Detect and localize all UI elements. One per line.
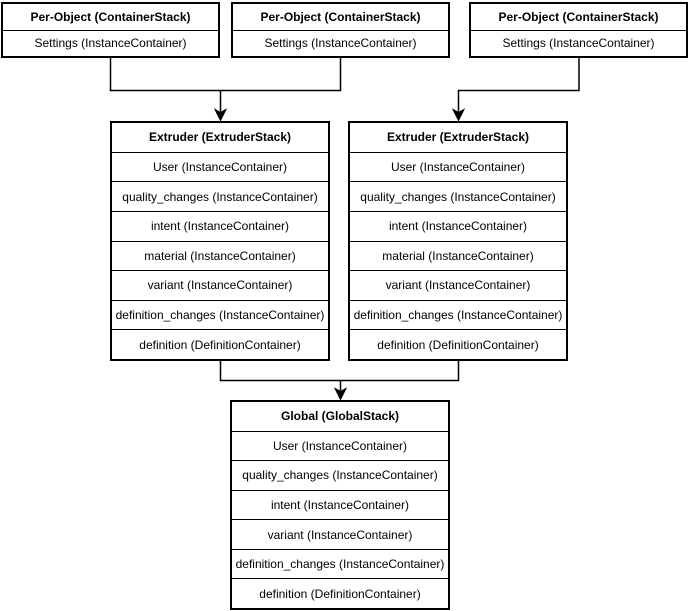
extruder-stack-2-row-definition-changes: definition_changes (InstanceContainer) <box>350 299 566 330</box>
extruder-stack-1-row-variant: variant (InstanceContainer) <box>112 270 328 300</box>
extruder-stack-2-row-intent: intent (InstanceContainer) <box>350 210 566 241</box>
per-object-stack-3-title: Per-Object (ContainerStack) <box>471 4 686 30</box>
global-stack: Global (GlobalStack) User (InstanceConta… <box>230 400 450 610</box>
connector-perobject12-to-extruder1 <box>109 57 342 112</box>
extruder-stack-2-row-user: User (InstanceContainer) <box>350 151 566 182</box>
extruder-stack-1-row-user: User (InstanceContainer) <box>112 151 328 182</box>
connector-extruders-to-global <box>219 360 460 391</box>
global-stack-row-definition-changes: definition_changes (InstanceContainer) <box>232 548 448 579</box>
extruder-stack-2-row-quality-changes: quality_changes (InstanceContainer) <box>350 181 566 211</box>
per-object-stack-2-row-settings: Settings (InstanceContainer) <box>233 29 448 56</box>
extruder-stack-1-row-definition: definition (DefinitionContainer) <box>112 329 328 359</box>
extruder-stack-1-row-quality-changes: quality_changes (InstanceContainer) <box>112 181 328 211</box>
per-object-stack-3: Per-Object (ContainerStack) Settings (In… <box>469 2 688 58</box>
arrowhead-down-icon <box>333 387 348 401</box>
extruder-stack-1: Extruder (ExtruderStack) User (InstanceC… <box>110 121 330 361</box>
extruder-stack-1-row-intent: intent (InstanceContainer) <box>112 210 328 241</box>
arrowhead-down-icon <box>451 108 466 122</box>
extruder-stack-2-row-variant: variant (InstanceContainer) <box>350 270 566 300</box>
per-object-stack-2-title: Per-Object (ContainerStack) <box>233 4 448 30</box>
arrowhead-down-icon <box>213 108 228 122</box>
global-stack-row-variant: variant (InstanceContainer) <box>232 519 448 549</box>
extruder-stack-2-row-material: material (InstanceContainer) <box>350 240 566 271</box>
extruder-stack-1-row-definition-changes: definition_changes (InstanceContainer) <box>112 299 328 330</box>
extruder-stack-2-row-definition: definition (DefinitionContainer) <box>350 329 566 359</box>
connector-perobject3-to-extruder2 <box>457 57 580 112</box>
global-stack-row-intent: intent (InstanceContainer) <box>232 489 448 520</box>
global-stack-row-user: User (InstanceContainer) <box>232 430 448 461</box>
global-stack-title: Global (GlobalStack) <box>232 402 448 431</box>
global-stack-row-definition: definition (DefinitionContainer) <box>232 578 448 609</box>
per-object-stack-2: Per-Object (ContainerStack) Settings (In… <box>231 2 450 58</box>
per-object-stack-1-title: Per-Object (ContainerStack) <box>3 4 218 30</box>
extruder-stack-2: Extruder (ExtruderStack) User (InstanceC… <box>348 121 568 361</box>
extruder-stack-1-row-material: material (InstanceContainer) <box>112 240 328 271</box>
per-object-stack-3-row-settings: Settings (InstanceContainer) <box>471 29 686 56</box>
extruder-stack-1-title: Extruder (ExtruderStack) <box>112 123 328 152</box>
per-object-stack-1-row-settings: Settings (InstanceContainer) <box>3 29 218 56</box>
global-stack-row-quality-changes: quality_changes (InstanceContainer) <box>232 460 448 490</box>
per-object-stack-1: Per-Object (ContainerStack) Settings (In… <box>1 2 220 58</box>
extruder-stack-2-title: Extruder (ExtruderStack) <box>350 123 566 152</box>
